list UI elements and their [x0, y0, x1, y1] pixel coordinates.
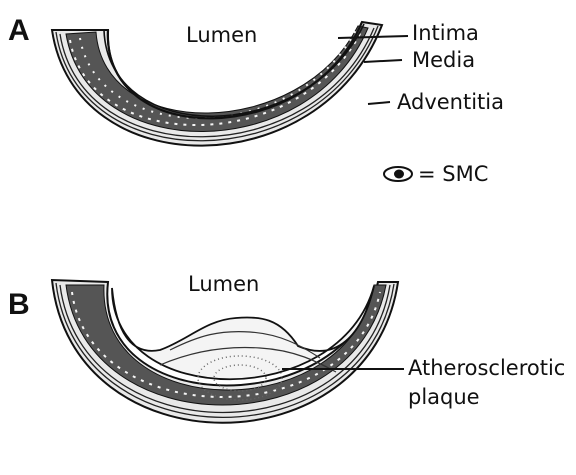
plaque-label-line2: plaque — [408, 385, 480, 409]
media-label: Media — [412, 48, 475, 72]
intima-leader-line — [338, 36, 408, 38]
adventitia-leader-line — [368, 102, 390, 104]
smooth-muscle-cell-icon — [384, 167, 412, 181]
smc-legend-text: = SMC — [418, 162, 488, 186]
media-leader-line — [364, 60, 402, 62]
panel-a: A Lumen Intima Media Adventitia — [8, 14, 504, 186]
panel-b: B Lumen Atherosclerotic plaque — [8, 272, 565, 423]
smc-legend: = SMC — [384, 162, 488, 186]
adventitia-label: Adventitia — [397, 90, 504, 114]
intima-label: Intima — [412, 21, 479, 45]
plaque-label-line1: Atherosclerotic — [408, 356, 565, 380]
panel-b-letter: B — [8, 288, 30, 321]
panel-a-letter: A — [8, 14, 30, 47]
panel-b-lumen-label: Lumen — [188, 272, 259, 296]
panel-a-lumen-label: Lumen — [186, 23, 257, 47]
